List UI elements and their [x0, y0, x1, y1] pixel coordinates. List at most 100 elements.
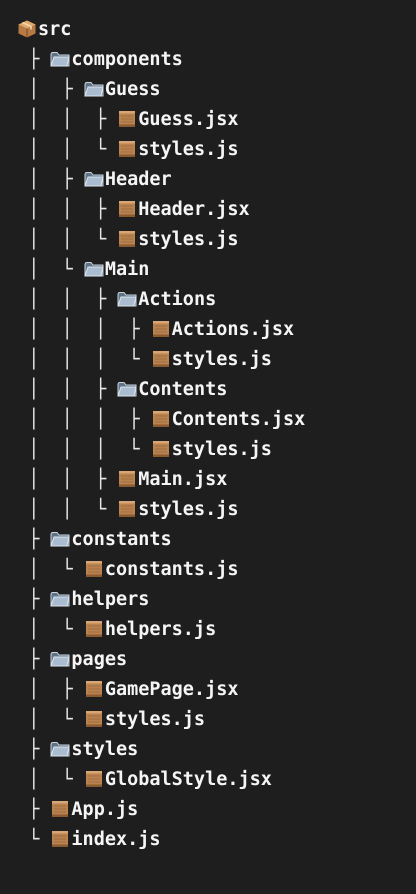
tree-file-row: │ │ └ styles.js — [17, 224, 416, 254]
tree-branch-prefix: │ │ └ — [17, 228, 118, 250]
folder-icon — [50, 742, 71, 757]
file-icon — [119, 501, 136, 517]
tree-branch-prefix: │ │ ├ — [17, 468, 118, 490]
file-icon — [52, 831, 69, 847]
file-icon — [152, 441, 169, 457]
tree-item-name: styles.js — [171, 348, 272, 370]
tree-file-row: │ │ │ ├ Contents.jsx — [17, 404, 416, 434]
tree-file-row: │ │ ├ Main.jsx — [17, 464, 416, 494]
file-icon — [119, 201, 136, 217]
tree-file-row: ├ App.js — [17, 794, 416, 824]
folder-icon — [50, 652, 71, 667]
tree-folder-row: │ │ ├ Actions — [17, 284, 416, 314]
tree-branch-prefix: │ │ │ ├ — [17, 318, 151, 340]
tree-item-name: GlobalStyle.jsx — [104, 768, 272, 790]
tree-item-name: styles.js — [138, 138, 239, 160]
tree-folder-row: │ └ Main — [17, 254, 416, 284]
folder-icon — [117, 292, 137, 307]
tree-item-name: Guess.jsx — [138, 108, 239, 130]
tree-branch-prefix: │ │ ├ — [17, 288, 118, 310]
file-icon — [152, 411, 169, 427]
tree-folder-row: ├ pages — [17, 644, 416, 674]
tree-branch-prefix: │ ├ — [17, 168, 84, 190]
tree-file-row: │ ├ GamePage.jsx — [17, 674, 416, 704]
folder-icon — [117, 382, 137, 397]
tree-branch-prefix: │ │ │ └ — [17, 348, 151, 370]
tree-item-name: styles.js — [104, 708, 206, 730]
tree-file-row: │ │ ├ Guess.jsx — [17, 104, 416, 134]
tree-file-row: │ │ └ styles.js — [17, 134, 416, 164]
file-icon — [119, 231, 136, 247]
tree-item-name: Actions.jsx — [171, 318, 295, 340]
tree-branch-prefix: ├ — [17, 588, 51, 610]
tree-folder-row: │ ├ Guess — [17, 74, 416, 104]
tree-branch-prefix: │ │ │ └ — [17, 438, 151, 460]
tree-item-name: Main — [104, 258, 150, 280]
tree-folder-row: ├ helpers — [17, 584, 416, 614]
tree-folder-row: src — [17, 14, 416, 44]
tree-item-name: components — [71, 48, 183, 70]
tree-file-row: │ │ │ └ styles.js — [17, 344, 416, 374]
tree-item-name: helpers.js — [104, 618, 217, 640]
tree-branch-prefix: │ │ ├ — [17, 198, 118, 220]
tree-file-row: │ └ helpers.js — [17, 614, 416, 644]
tree-folder-row: ├ constants — [17, 524, 416, 554]
tree-item-name: Contents — [138, 378, 228, 400]
tree-branch-prefix: │ └ — [17, 768, 84, 790]
tree-file-row: │ │ ├ Header.jsx — [17, 194, 416, 224]
tree-branch-prefix: │ │ ├ — [17, 108, 118, 130]
file-tree: src ├ components │ ├ Guess │ │ ├ Guess.j… — [17, 14, 416, 854]
tree-branch-prefix: │ │ └ — [17, 498, 118, 520]
tree-branch-prefix: │ └ — [17, 618, 84, 640]
tree-item-name: pages — [71, 648, 128, 670]
tree-item-name: Header.jsx — [138, 198, 250, 220]
tree-folder-row: ├ styles — [17, 734, 416, 764]
folder-icon — [84, 82, 104, 97]
folder-icon — [84, 172, 104, 187]
tree-item-name: styles.js — [138, 228, 239, 250]
tree-file-row: │ │ └ styles.js — [17, 494, 416, 524]
tree-item-name: styles.js — [138, 498, 239, 520]
tree-item-name: GamePage.jsx — [104, 678, 239, 700]
tree-item-name: helpers — [71, 588, 150, 610]
tree-folder-row: ├ components — [17, 44, 416, 74]
file-icon — [85, 621, 102, 637]
tree-branch-prefix: ├ — [17, 648, 51, 670]
file-icon — [119, 141, 136, 157]
tree-folder-row: │ │ ├ Contents — [17, 374, 416, 404]
folder-icon — [84, 262, 104, 277]
tree-item-name: App.js — [71, 798, 139, 820]
tree-item-name: constants — [71, 528, 172, 550]
tree-item-name: constants.js — [104, 558, 239, 580]
tree-branch-prefix: │ │ │ ├ — [17, 408, 151, 430]
file-icon — [85, 561, 102, 577]
tree-branch-prefix: │ └ — [17, 708, 84, 730]
tree-branch-prefix: │ ├ — [17, 78, 84, 100]
file-icon — [152, 321, 169, 337]
file-icon — [119, 471, 136, 487]
file-icon — [152, 351, 169, 367]
tree-file-row: │ │ │ └ styles.js — [17, 434, 416, 464]
tree-item-name: src — [38, 18, 72, 40]
tree-branch-prefix: │ │ └ — [17, 138, 118, 160]
tree-item-name: Contents.jsx — [171, 408, 306, 430]
tree-folder-row: │ ├ Header — [17, 164, 416, 194]
tree-item-name: Guess — [104, 78, 161, 100]
tree-branch-prefix: │ └ — [17, 558, 84, 580]
tree-item-name: Actions — [138, 288, 217, 310]
folder-icon — [50, 532, 71, 547]
file-icon — [52, 801, 69, 817]
tree-branch-prefix: │ └ — [17, 258, 84, 280]
tree-branch-prefix: ├ — [17, 528, 51, 550]
file-icon — [85, 711, 102, 727]
tree-branch-prefix: │ │ ├ — [17, 378, 118, 400]
tree-branch-prefix: ├ — [17, 738, 51, 760]
folder-icon — [50, 592, 71, 607]
package-icon — [18, 20, 36, 38]
file-icon — [85, 681, 102, 697]
tree-branch-prefix: │ ├ — [17, 678, 84, 700]
tree-file-row: │ │ │ ├ Actions.jsx — [17, 314, 416, 344]
tree-item-name: styles.js — [171, 438, 272, 460]
tree-file-row: └ index.js — [17, 824, 416, 854]
